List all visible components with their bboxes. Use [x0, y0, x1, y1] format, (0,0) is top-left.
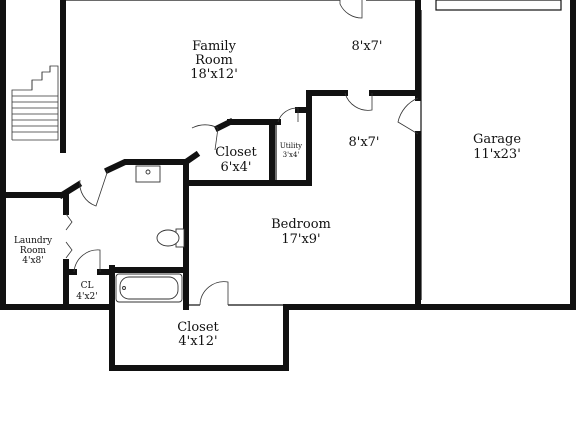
utility-size: 3'x4'	[283, 151, 300, 159]
closet-lower-size: 4'x12'	[178, 334, 217, 349]
laundry-name-line-2: Room	[20, 246, 47, 256]
room-a-size: 8'x7'	[351, 39, 382, 54]
laundry-name-line-1: Laundry	[14, 236, 53, 246]
bedroom-name: Bedroom	[271, 217, 331, 232]
laundry-size: 4'x8'	[22, 256, 43, 266]
room-b-size: 8'x7'	[348, 135, 379, 150]
stairs	[11, 65, 59, 141]
doors	[65, 0, 419, 306]
utility-name: Utility	[280, 142, 302, 150]
closet-lower-name: Closet	[177, 320, 219, 335]
cl-name: CL	[81, 281, 94, 291]
closet-upper-name: Closet	[215, 145, 257, 160]
walls	[0, 0, 576, 371]
family-room-name-line-1: Family	[192, 39, 237, 54]
family-room-size: 18'x12'	[190, 67, 238, 82]
garage-size: 11'x23'	[473, 147, 521, 162]
room-labels: Family Room 18'x12' 8'x7' 8'x7' Garage 1…	[14, 39, 521, 349]
garage-name: Garage	[473, 132, 521, 147]
cl-size: 4'x2'	[76, 292, 97, 302]
closet-upper-size: 6'x4'	[220, 160, 251, 175]
bedroom-size: 17'x9'	[281, 232, 320, 247]
fixtures	[115, 165, 185, 303]
family-room-name-line-2: Room	[195, 53, 233, 68]
